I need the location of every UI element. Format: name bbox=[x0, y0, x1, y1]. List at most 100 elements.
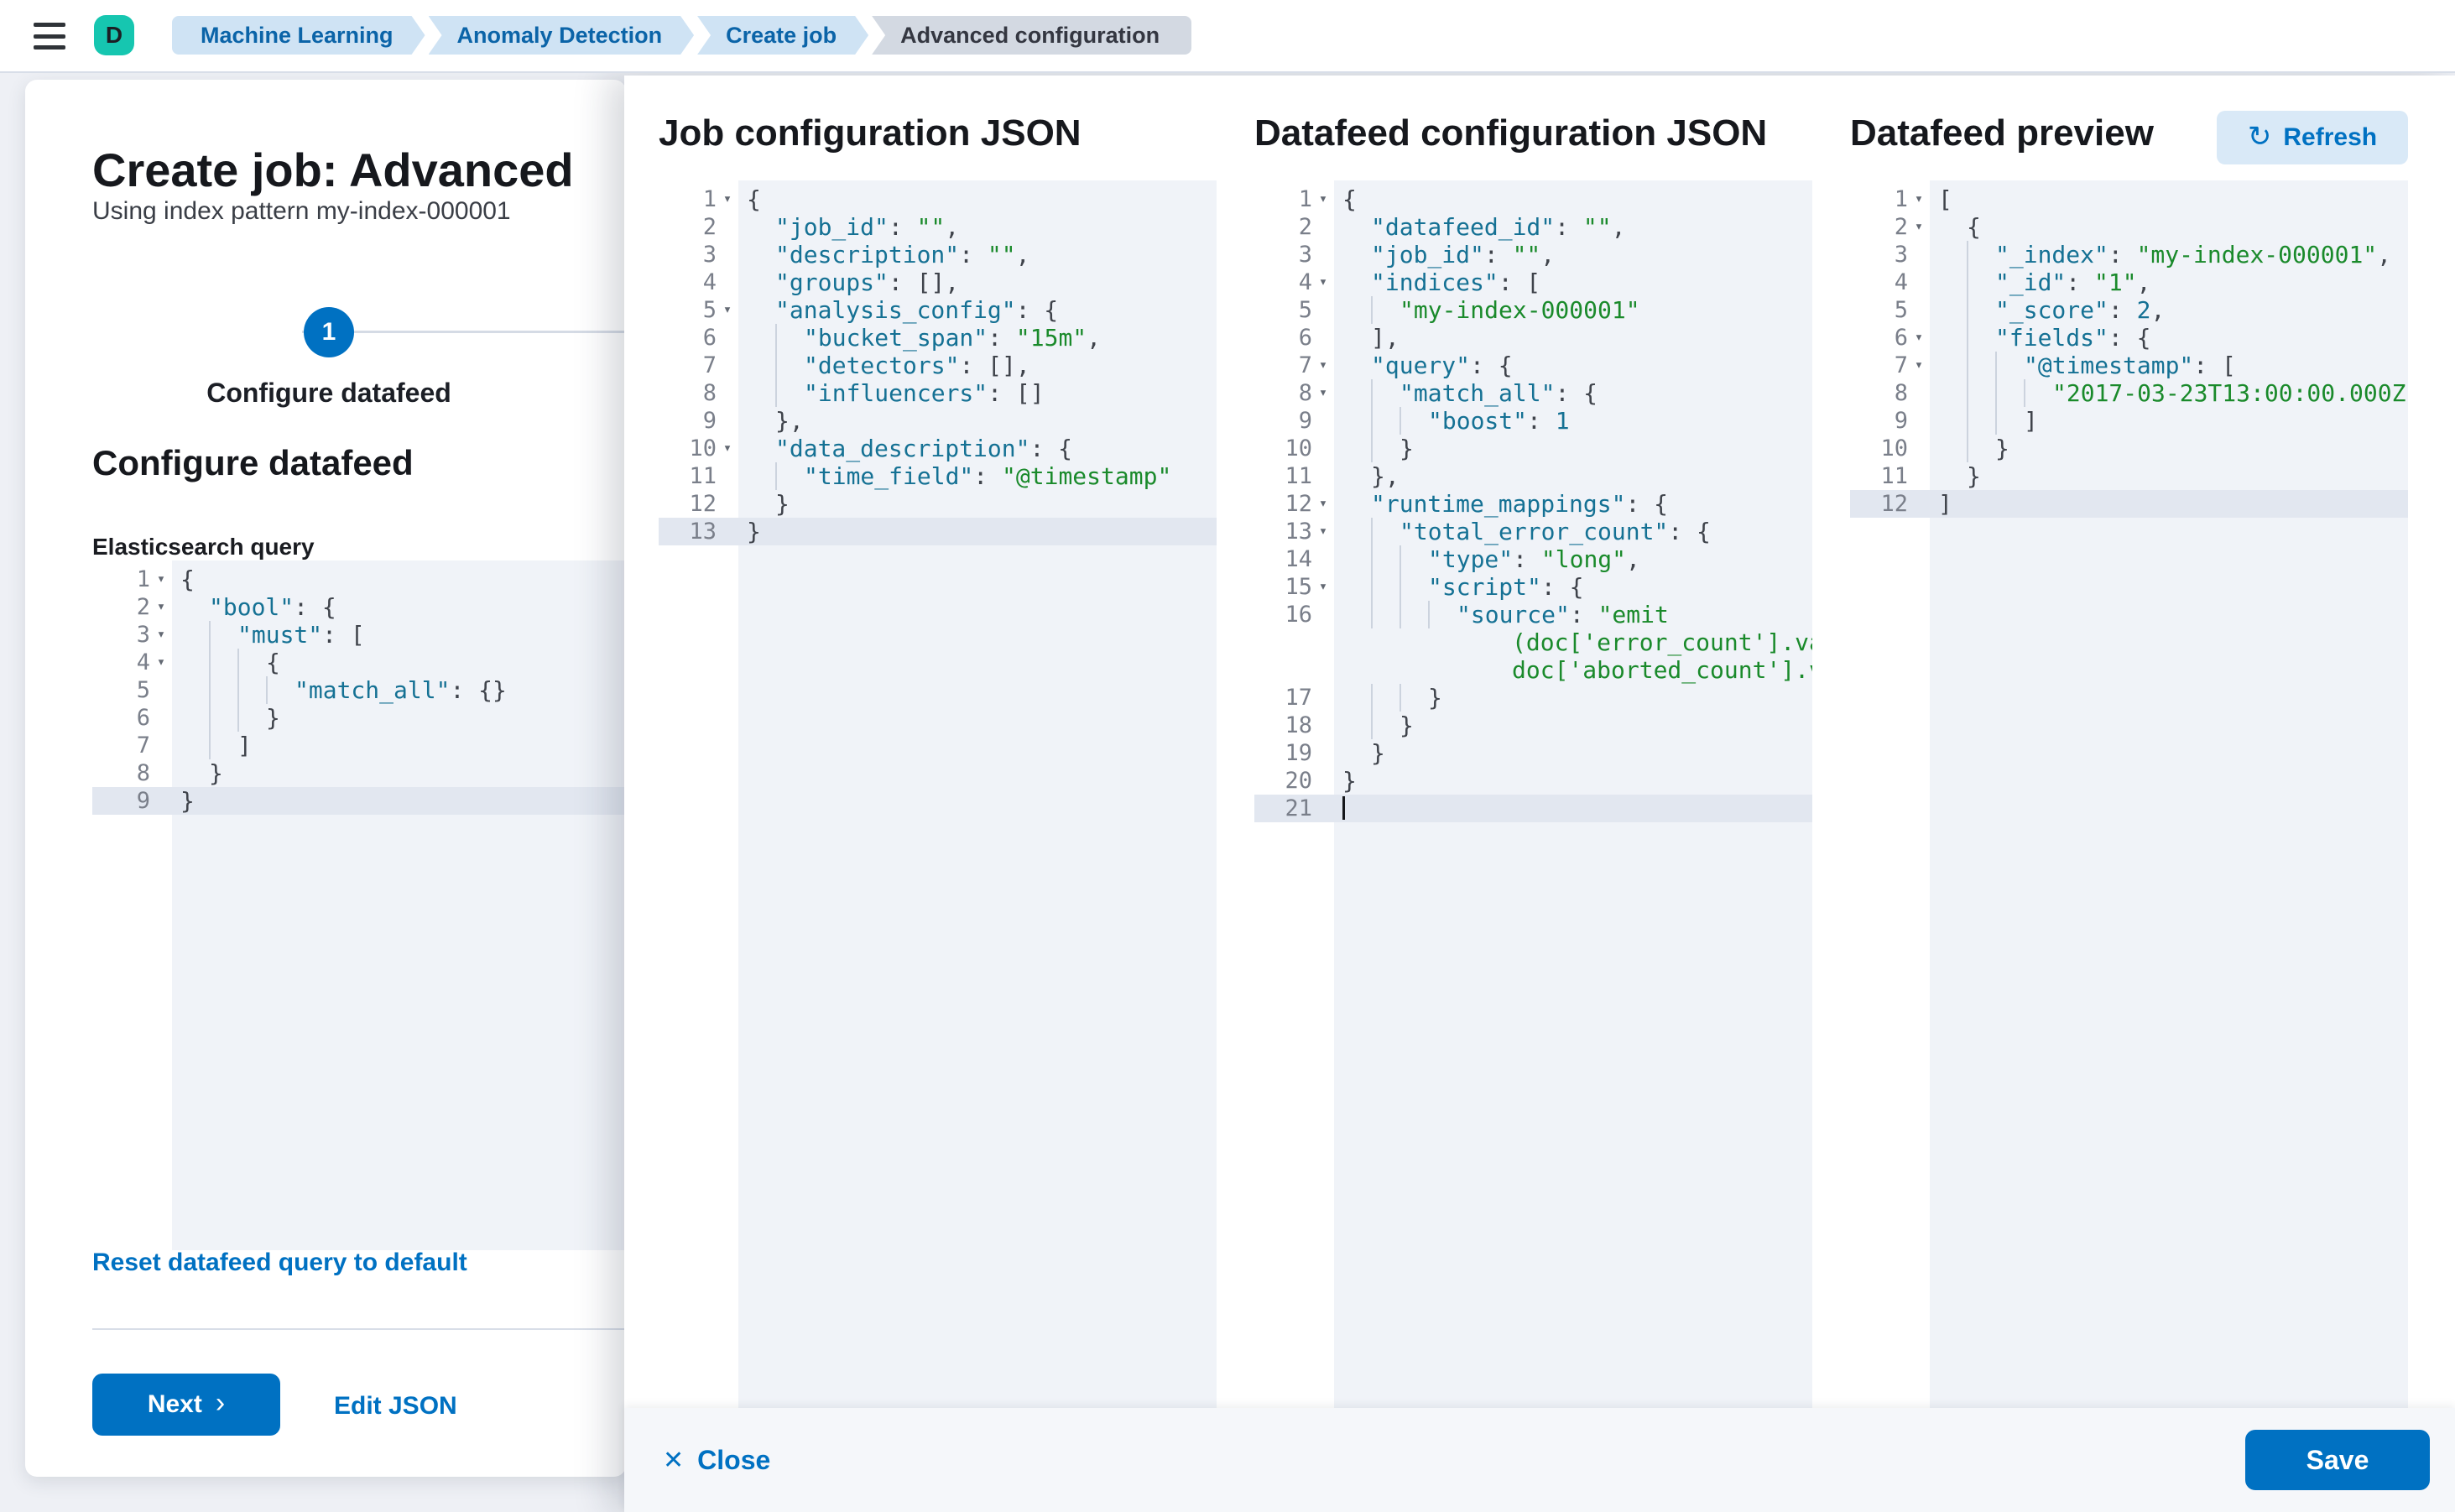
code-line: 1▾{ bbox=[136, 566, 195, 593]
code-line: 4"_id": "1", bbox=[1894, 269, 2151, 296]
json-editor-flyout: Job configuration JSON 1▾{2"job_id": "",… bbox=[624, 76, 2455, 1512]
code-line: 11} bbox=[1880, 462, 1981, 490]
step-1-indicator[interactable]: 1 bbox=[304, 307, 354, 357]
code-line: 1▾{ bbox=[1298, 185, 1357, 213]
code-line: 10} bbox=[1880, 435, 2009, 462]
fold-arrow-icon[interactable]: ▾ bbox=[1318, 274, 1328, 290]
edit-json-link[interactable]: Edit JSON bbox=[334, 1392, 457, 1420]
code-line: 3▾"must": [ bbox=[136, 621, 365, 649]
close-icon: ✕ bbox=[663, 1446, 685, 1474]
code-line: 19} bbox=[1285, 739, 1385, 767]
code-line: 7▾"@timestamp": [ bbox=[1894, 352, 2236, 379]
fold-arrow-icon[interactable]: ▾ bbox=[1914, 190, 1924, 207]
breadcrumb-machine-learning[interactable]: Machine Learning bbox=[172, 16, 425, 55]
code-line: 15▾"script": { bbox=[1285, 573, 1584, 601]
refresh-button-label: Refresh bbox=[2283, 123, 2378, 151]
create-job-wizard-panel: Create job: Advanced Using index pattern… bbox=[25, 80, 626, 1477]
code-line: 9"boost": 1 bbox=[1298, 407, 1570, 435]
fold-arrow-icon[interactable]: ▾ bbox=[722, 440, 732, 456]
code-line: 14"type": "long", bbox=[1285, 545, 1640, 573]
code-line: 6} bbox=[136, 704, 280, 732]
fold-arrow-icon[interactable]: ▾ bbox=[156, 571, 166, 587]
breadcrumb-create-job[interactable]: Create job bbox=[697, 16, 868, 55]
code-line: 17} bbox=[1285, 684, 1442, 712]
fold-arrow-icon[interactable]: ▾ bbox=[1914, 218, 1924, 235]
fold-arrow-icon[interactable]: ▾ bbox=[1914, 357, 1924, 373]
elasticsearch-query-editor[interactable]: 1▾{2▾"bool": {3▾"must": [4▾{5"match_all"… bbox=[92, 560, 626, 1250]
breadcrumb-anomaly-detection[interactable]: Anomaly Detection bbox=[429, 16, 695, 55]
code-line: 2▾"bool": { bbox=[136, 593, 336, 621]
user-avatar[interactable]: D bbox=[94, 15, 134, 55]
fold-arrow-icon[interactable]: ▾ bbox=[1318, 578, 1328, 595]
code-line: 7] bbox=[136, 732, 252, 759]
index-pattern-subtitle: Using index pattern my-index-000001 bbox=[92, 197, 511, 225]
code-line: 13▾"total_error_count": { bbox=[1285, 518, 1711, 545]
code-line: 12] bbox=[1850, 490, 2408, 518]
top-nav-bar: D Machine Learning Anomaly Detection Cre… bbox=[0, 0, 2455, 73]
code-line: 18} bbox=[1285, 712, 1414, 739]
datafeed-preview-editor[interactable]: 1▾[2▾{3"_index": "my-index-000001",4"_id… bbox=[1850, 180, 2408, 1408]
page-title: Create job: Advanced bbox=[92, 143, 574, 196]
code-line: 13} bbox=[659, 518, 1217, 545]
text-cursor bbox=[1342, 795, 1345, 820]
code-line: 4▾"indices": [ bbox=[1298, 269, 1541, 296]
code-line: 1▾{ bbox=[702, 185, 761, 213]
code-line: doc['aborted_count'].value)" bbox=[1512, 656, 1812, 684]
code-line: 8▾"match_all": { bbox=[1298, 379, 1598, 407]
step-1-label: Configure datafeed bbox=[206, 378, 451, 408]
fold-arrow-icon[interactable]: ▾ bbox=[1318, 523, 1328, 540]
fold-arrow-icon[interactable]: ▾ bbox=[156, 654, 166, 670]
refresh-icon: ↻ bbox=[2247, 120, 2272, 153]
save-button[interactable]: Save bbox=[2245, 1430, 2430, 1490]
code-line: 3"job_id": "", bbox=[1298, 241, 1556, 269]
refresh-button[interactable]: ↻ Refresh bbox=[2217, 111, 2408, 164]
code-line: 5"_score": 2, bbox=[1894, 296, 2166, 324]
job-config-heading: Job configuration JSON bbox=[659, 112, 1082, 154]
job-config-json-editor[interactable]: 1▾{2"job_id": "",3"description": "",4"gr… bbox=[659, 180, 1217, 1408]
fold-arrow-icon[interactable]: ▾ bbox=[156, 626, 166, 643]
code-line: 5"my-index-000001" bbox=[1298, 296, 1640, 324]
menu-hamburger-icon[interactable] bbox=[34, 20, 65, 52]
datafeed-config-json-editor[interactable]: 1▾{2"datafeed_id": "",3"job_id": "",4▾"i… bbox=[1254, 180, 1812, 1408]
fold-arrow-icon[interactable]: ▾ bbox=[1318, 190, 1328, 207]
code-line: 11}, bbox=[1285, 462, 1400, 490]
code-line: 16"source": "emit bbox=[1285, 601, 1669, 628]
close-button[interactable]: ✕ Close bbox=[663, 1408, 770, 1512]
fold-arrow-icon[interactable]: ▾ bbox=[1318, 495, 1328, 512]
code-line: 1▾[ bbox=[1894, 185, 1952, 213]
code-line: 20} bbox=[1285, 767, 1357, 795]
fold-arrow-icon[interactable]: ▾ bbox=[156, 598, 166, 615]
fold-arrow-icon[interactable]: ▾ bbox=[1914, 329, 1924, 346]
divider bbox=[92, 1328, 626, 1330]
code-line: 12} bbox=[689, 490, 790, 518]
code-line: 5"match_all": {} bbox=[136, 676, 507, 704]
code-line: 2▾{ bbox=[1894, 213, 1981, 241]
code-line: 12▾"runtime_mappings": { bbox=[1285, 490, 1669, 518]
code-line: 10▾"data_description": { bbox=[689, 435, 1073, 462]
elasticsearch-query-label: Elasticsearch query bbox=[92, 534, 315, 560]
code-line: 6], bbox=[1298, 324, 1400, 352]
fold-arrow-icon[interactable]: ▾ bbox=[722, 301, 732, 318]
breadcrumb-advanced-configuration: Advanced configuration bbox=[872, 16, 1192, 55]
fold-arrow-icon[interactable]: ▾ bbox=[1318, 357, 1328, 373]
fold-arrow-icon[interactable]: ▾ bbox=[722, 190, 732, 207]
code-line: 9}, bbox=[702, 407, 804, 435]
code-line: 4▾{ bbox=[136, 649, 280, 676]
next-button[interactable]: Next › bbox=[92, 1374, 280, 1436]
code-line: 9} bbox=[92, 787, 626, 815]
code-line: 7▾"query": { bbox=[1298, 352, 1513, 379]
code-line: 3"_index": "my-index-000001", bbox=[1894, 241, 2392, 269]
code-line: 6▾"fields": { bbox=[1894, 324, 2151, 352]
flyout-footer: ✕ Close Save bbox=[624, 1408, 2455, 1512]
fold-arrow-icon[interactable]: ▾ bbox=[1318, 384, 1328, 401]
code-line: 9] bbox=[1894, 407, 2038, 435]
code-line: 10} bbox=[1285, 435, 1414, 462]
code-line: 8} bbox=[136, 759, 223, 787]
section-title: Configure datafeed bbox=[92, 443, 414, 482]
breadcrumb: Machine Learning Anomaly Detection Creat… bbox=[172, 16, 1192, 55]
code-line: 3"description": "", bbox=[702, 241, 1030, 269]
close-button-label: Close bbox=[697, 1444, 771, 1475]
code-line: 8"2017-03-23T13:00:00.000Z" bbox=[1894, 379, 2408, 407]
reset-datafeed-query-link[interactable]: Reset datafeed query to default bbox=[92, 1249, 467, 1276]
next-button-label: Next bbox=[147, 1390, 202, 1418]
